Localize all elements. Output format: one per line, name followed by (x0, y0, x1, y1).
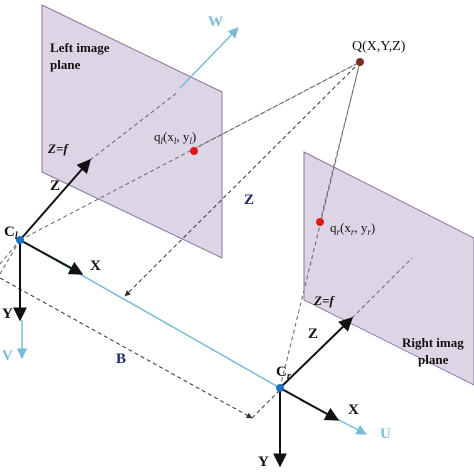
right-mid: , y (354, 220, 368, 235)
right-camera-z-label: Z (308, 326, 318, 342)
left-plane-title-line1: Left image (50, 40, 110, 55)
left-base-dashed (0, 239, 21, 275)
left-camera-sub: l (15, 231, 18, 242)
left-camera-x-axis (19, 239, 84, 275)
left-image-plane (41, 4, 223, 259)
world-w-axis (179, 27, 239, 89)
ray-left-plane-to-world-point (191, 61, 361, 151)
left-q-sub: l (161, 136, 164, 146)
right-camera-z-axis (279, 317, 354, 389)
ray-right-z-extension (351, 257, 413, 319)
baseline-label: B (116, 351, 126, 367)
right-q: q (330, 220, 337, 235)
world-v-label: V (2, 348, 13, 364)
world-point-label: Q(X,Y,Z) (352, 39, 406, 54)
right-camera-c: C (276, 364, 287, 380)
right-q-sub: r (337, 227, 341, 237)
right-image-point-label: qr(xr, yr) (330, 220, 375, 237)
left-mid: , y (176, 129, 190, 144)
right-plane-title-line2: plane (418, 352, 449, 367)
ray-left-z-extension (89, 91, 179, 161)
right-camera-y-label: Y (258, 454, 269, 470)
right-image-point (316, 218, 324, 226)
depth-label: Z (244, 192, 254, 208)
left-image-point-label: ql(xl, yl) (154, 129, 196, 146)
right-image-plane (303, 151, 474, 386)
left-camera-c: C (4, 224, 15, 240)
right-x-sub: r (351, 227, 355, 237)
left-plane-focal-label: Z=f (47, 141, 69, 156)
left-camera-label: Cl (4, 224, 18, 242)
world-point-q (356, 58, 364, 66)
left-x-sub: l (174, 136, 177, 146)
left-camera-z-axis (19, 158, 91, 241)
left-base-dashed-2 (0, 239, 21, 265)
left-q: q (154, 129, 161, 144)
right-camera-label: Cr (276, 364, 291, 382)
baseline-dimension-arrow (0, 277, 253, 419)
left-camera-center (16, 236, 24, 244)
left-y-sub: l (189, 136, 192, 146)
left-camera-y-label: Y (2, 306, 13, 322)
right-camera-x-label: X (348, 402, 359, 418)
right-y-sub: r (367, 227, 371, 237)
right-camera-x-axis (279, 387, 340, 421)
right-open: (x (340, 220, 351, 235)
baseline-dimension-tick (251, 389, 281, 419)
left-camera-z-label: Z (50, 178, 60, 194)
world-w-label: W (208, 14, 223, 30)
left-close: ) (192, 129, 196, 144)
depth-arrow (124, 61, 361, 297)
left-open: (x (163, 129, 174, 144)
left-camera-x-label: X (90, 258, 101, 274)
right-plane-title-line1: Right imag (402, 335, 464, 350)
left-plane-title-line2: plane (50, 57, 81, 72)
left-image-point (190, 147, 198, 155)
world-u-label: U (380, 426, 391, 442)
right-camera-sub: r (287, 371, 291, 382)
right-close: ) (371, 220, 375, 235)
right-camera-center (276, 384, 284, 392)
right-plane-focal-label: Z=f (313, 293, 335, 308)
